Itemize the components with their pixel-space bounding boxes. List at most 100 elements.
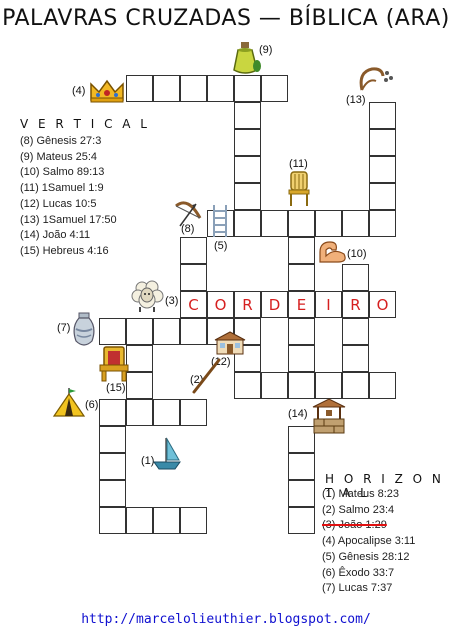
crossword-cell[interactable]: [153, 507, 180, 534]
horizontal-clue: (6) Êxodo 33:7: [322, 566, 395, 579]
clue-number-5: (5): [214, 240, 228, 252]
crossword-cell[interactable]: [99, 507, 126, 534]
horizontal-clue: (5) Gênesis 28:12: [322, 550, 410, 563]
crossword-cell[interactable]: [234, 183, 261, 210]
crossword-cell[interactable]: [99, 399, 126, 426]
clue-number-14: (14): [288, 408, 308, 420]
crossword-cell[interactable]: [315, 210, 342, 237]
crossword-cell[interactable]: [288, 237, 315, 264]
crossword-cell-filled[interactable]: I: [315, 291, 342, 318]
horizontal-heading: H O R I Z O N T A L: [325, 472, 444, 500]
crossword-cell[interactable]: [342, 210, 369, 237]
crossword-cell[interactable]: [288, 480, 315, 507]
crossword-cell[interactable]: [234, 102, 261, 129]
oil-jar-icon: [233, 42, 261, 74]
chair-icon: [288, 171, 310, 206]
crossword-cell[interactable]: [126, 372, 153, 399]
crossword-cell[interactable]: [126, 75, 153, 102]
crossword-cell[interactable]: [369, 102, 396, 129]
crossword-cell[interactable]: [99, 480, 126, 507]
crossword-cell-filled[interactable]: O: [207, 291, 234, 318]
crossword-cell[interactable]: [369, 183, 396, 210]
crossword-cell[interactable]: [99, 318, 126, 345]
throne-icon: [99, 346, 129, 382]
crossword-cell[interactable]: [315, 372, 342, 399]
crossword-cell-filled[interactable]: C: [180, 291, 207, 318]
crossword-cell[interactable]: [234, 372, 261, 399]
crossword-cell[interactable]: [234, 75, 261, 102]
crossword-cell[interactable]: [99, 453, 126, 480]
horizontal-clue: (4) Apocalipse 3:11: [322, 535, 416, 548]
horizontal-clue: (7) Lucas 7:37: [322, 582, 393, 595]
horizontal-clue-list: (1) Mateus 8:23(2) Salmo 23:4(3) João 1:…: [322, 487, 415, 597]
crossword-cell[interactable]: [342, 264, 369, 291]
crossword-cell-filled[interactable]: E: [288, 291, 315, 318]
well-icon: [312, 398, 346, 434]
crossword-cell[interactable]: [342, 318, 369, 345]
sling-icon: [359, 67, 393, 91]
crossword-cell[interactable]: [369, 372, 396, 399]
vertical-clue: (13) 1Samuel 17:50: [20, 213, 117, 226]
vertical-clue: (10) Salmo 89:13: [20, 166, 105, 179]
horizontal-clue: (2) Salmo 23:4: [322, 503, 395, 516]
crossword-cell[interactable]: [180, 75, 207, 102]
crossword-cell[interactable]: [261, 372, 288, 399]
crossword-cell[interactable]: [99, 426, 126, 453]
strong-arm-icon: [319, 241, 346, 263]
crossword-cell[interactable]: [288, 264, 315, 291]
vertical-clue: (11) 1Samuel 1:9: [20, 182, 104, 195]
crossword-cell[interactable]: [369, 210, 396, 237]
crossword-cell[interactable]: [234, 156, 261, 183]
vertical-clue: (8) Gênesis 27:3: [20, 135, 102, 147]
crossword-cell[interactable]: [261, 75, 288, 102]
clue-number-11: (11): [289, 158, 308, 170]
crossword-cell[interactable]: [153, 75, 180, 102]
crossword-cell-filled[interactable]: O: [369, 291, 396, 318]
crown-icon: [90, 79, 124, 103]
crossword-cell[interactable]: [153, 399, 180, 426]
boat-icon: [153, 437, 181, 470]
crossword-cell[interactable]: [180, 264, 207, 291]
staff-icon: [192, 358, 221, 394]
crossword-cell[interactable]: [153, 318, 180, 345]
crossword-cell[interactable]: [126, 345, 153, 372]
vase-icon: [73, 312, 95, 346]
crossword-cell[interactable]: [234, 129, 261, 156]
crossword-cell[interactable]: [126, 507, 153, 534]
crossword-cell-filled[interactable]: R: [342, 291, 369, 318]
clue-number-4: (4): [72, 85, 86, 97]
clue-number-10: (10): [347, 248, 367, 260]
crossword-cell[interactable]: [180, 399, 207, 426]
crossword-cell[interactable]: [369, 156, 396, 183]
vertical-clue: (14) João 4:11: [20, 229, 91, 242]
crossword-cell[interactable]: [288, 453, 315, 480]
vertical-clue-list: (8) Gênesis 27:3(9) Mateus 25:4(10) Salm…: [20, 134, 117, 260]
clue-number-1: (1): [141, 455, 155, 467]
crossword-cell[interactable]: [342, 345, 369, 372]
crossword-cell[interactable]: [288, 426, 315, 453]
crossword-cell[interactable]: [180, 507, 207, 534]
footer-url[interactable]: http://marcelolieuthier.blogspot.com/: [81, 612, 371, 627]
crossword-cell-filled[interactable]: R: [234, 291, 261, 318]
crossword-cell[interactable]: [288, 507, 315, 534]
crossword-cell[interactable]: [207, 75, 234, 102]
crossword-cell[interactable]: [180, 237, 207, 264]
crossword-cell[interactable]: [261, 210, 288, 237]
horizontal-clue: (1) Mateus 8:23: [322, 488, 400, 500]
sheep-icon: [131, 280, 164, 312]
house-icon: [214, 331, 246, 355]
crossword-cell[interactable]: [126, 318, 153, 345]
crossword-cell[interactable]: [288, 372, 315, 399]
crossword-cell[interactable]: [180, 318, 207, 345]
crossword-cell[interactable]: [342, 372, 369, 399]
crossword-cell[interactable]: [288, 210, 315, 237]
crossword-cell[interactable]: [234, 210, 261, 237]
crossword-cell-filled[interactable]: D: [261, 291, 288, 318]
vertical-heading: V E R T I C A L: [20, 117, 150, 131]
clue-number-7: (7): [57, 322, 71, 334]
crossword-cell[interactable]: [369, 129, 396, 156]
crossword-cell[interactable]: [288, 318, 315, 345]
crossword-cell[interactable]: [288, 345, 315, 372]
crossword-cell[interactable]: [126, 399, 153, 426]
